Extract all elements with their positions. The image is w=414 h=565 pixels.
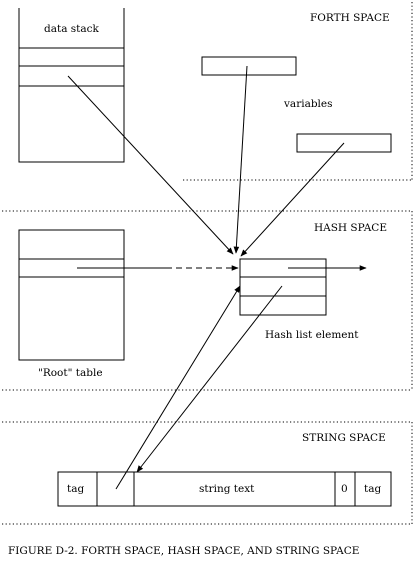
string-tag-left: tag — [67, 483, 85, 495]
forth-space-label: FORTH SPACE — [310, 12, 390, 24]
arrow-variable-upper-to-hash — [233, 65, 248, 254]
arrow-stack-to-hash — [67, 75, 234, 255]
hash-list-element-label: Hash list element — [265, 329, 359, 341]
string-record-box — [57, 471, 392, 507]
root-table-box — [18, 229, 125, 361]
forth-space-boundary — [183, 2, 413, 181]
figure-caption: FIGURE D-2. FORTH SPACE, HASH SPACE, AND… — [8, 545, 360, 557]
data-stack-label: data stack — [44, 23, 99, 35]
variables-label: variables — [284, 98, 333, 110]
data-stack-box — [18, 8, 125, 163]
string-space-label: STRING SPACE — [302, 432, 386, 444]
string-text-cell: string text — [199, 483, 255, 495]
root-table-label: "Root" table — [38, 367, 103, 379]
variable-box-upper — [201, 56, 297, 76]
hash-space-label: HASH SPACE — [314, 222, 388, 234]
arrow-hash-to-string — [136, 285, 283, 473]
hash-space-boundary — [2, 210, 413, 391]
hash-list-element-box — [239, 258, 327, 316]
variable-box-lower — [296, 133, 392, 153]
arrow-variable-lower-to-hash — [240, 142, 345, 257]
string-tag-right: tag — [364, 483, 382, 495]
arrow-string-to-hash — [115, 285, 241, 490]
string-space-boundary — [2, 421, 413, 525]
string-terminator-cell: 0 — [341, 483, 348, 495]
